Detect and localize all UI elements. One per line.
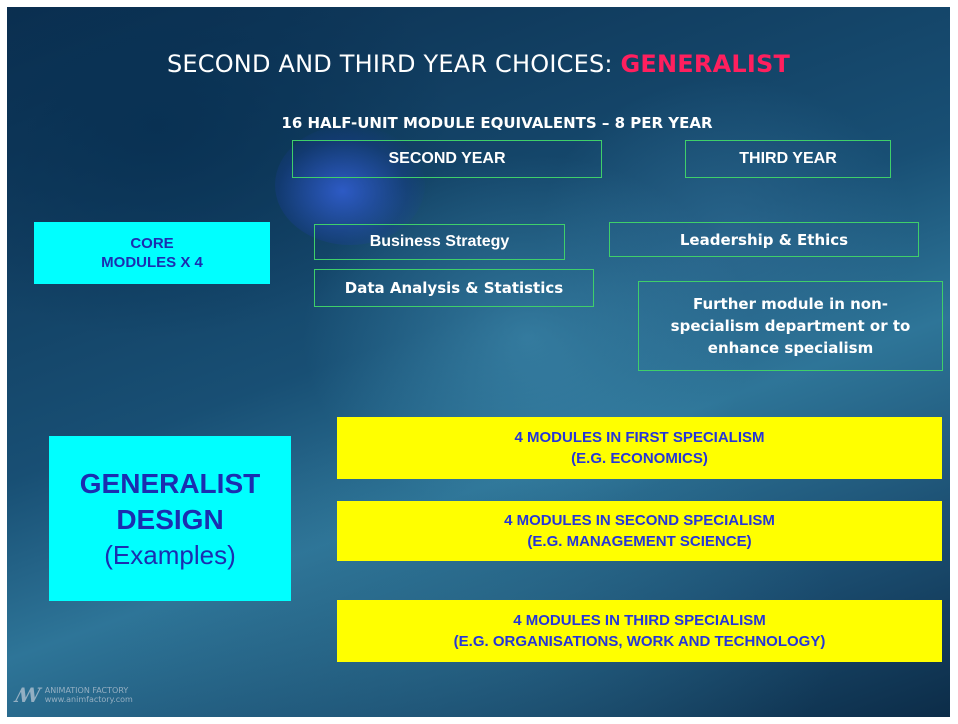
data-analysis-label: Data Analysis & Statistics bbox=[344, 279, 564, 297]
further-line-3: enhance specialism bbox=[707, 339, 874, 357]
further-module-box: Further module in non- specialism depart… bbox=[638, 281, 943, 371]
second-specialism-line-1: 4 MODULES IN SECOND SPECIALISM bbox=[504, 512, 775, 529]
generalist-line-1: GENERALIST bbox=[79, 467, 261, 499]
business-strategy-box: Business Strategy bbox=[314, 224, 565, 260]
logo-url: www.animfactory.com bbox=[44, 695, 133, 704]
third-specialism-line-1: 4 MODULES IN THIRD SPECIALISM bbox=[513, 612, 766, 629]
title-prefix: SECOND AND THIRD YEAR CHOICES: bbox=[166, 50, 621, 78]
second-year-label: SECOND YEAR bbox=[388, 150, 506, 167]
generalist-design-box: GENERALIST DESIGN (Examples) bbox=[49, 436, 291, 601]
core-line-2: MODULES X 4 bbox=[101, 254, 203, 271]
leadership-ethics-box: Leadership & Ethics bbox=[609, 222, 919, 257]
core-modules-box: CORE MODULES X 4 bbox=[34, 222, 270, 284]
further-line-1: Further module in non- bbox=[692, 295, 889, 313]
second-specialism-box: 4 MODULES IN SECOND SPECIALISM (E.G. MAN… bbox=[337, 501, 942, 561]
third-specialism-box: 4 MODULES IN THIRD SPECIALISM (E.G. ORGA… bbox=[337, 600, 942, 662]
third-year-header: THIRD YEAR bbox=[685, 140, 891, 178]
slide-subtitle: 16 HALF-UNIT MODULE EQUIVALENTS – 8 PER … bbox=[281, 114, 713, 132]
generalist-line-2: DESIGN bbox=[116, 503, 224, 535]
leadership-ethics-label: Leadership & Ethics bbox=[679, 230, 849, 249]
slide-title: SECOND AND THIRD YEAR CHOICES: GENERALIS… bbox=[7, 50, 950, 78]
logo-mark-icon: ꟿ bbox=[15, 683, 41, 707]
logo-name: ANIMATION FACTORY bbox=[44, 686, 129, 695]
blue-orb-decoration bbox=[275, 125, 425, 245]
further-line-2: specialism department or to bbox=[670, 317, 911, 335]
first-specialism-box: 4 MODULES IN FIRST SPECIALISM (E.G. ECON… bbox=[337, 417, 942, 479]
first-specialism-line-1: 4 MODULES IN FIRST SPECIALISM bbox=[514, 429, 765, 446]
third-year-label: THIRD YEAR bbox=[739, 150, 837, 167]
animation-factory-logo: ꟿ ANIMATION FACTORY www.animfactory.com bbox=[15, 683, 133, 707]
first-specialism-line-2: (E.G. ECONOMICS) bbox=[571, 450, 708, 467]
core-line-1: CORE bbox=[130, 235, 174, 252]
third-specialism-line-2: (E.G. ORGANISATIONS, WORK AND TECHNOLOGY… bbox=[453, 633, 826, 650]
business-strategy-label: Business Strategy bbox=[369, 233, 510, 250]
title-accent: GENERALIST bbox=[620, 50, 791, 78]
data-analysis-box: Data Analysis & Statistics bbox=[314, 269, 594, 307]
generalist-line-3: (Examples) bbox=[104, 539, 236, 570]
slide: SECOND AND THIRD YEAR CHOICES: GENERALIS… bbox=[7, 7, 950, 717]
second-specialism-line-2: (E.G. MANAGEMENT SCIENCE) bbox=[527, 533, 752, 550]
second-year-header: SECOND YEAR bbox=[292, 140, 602, 178]
